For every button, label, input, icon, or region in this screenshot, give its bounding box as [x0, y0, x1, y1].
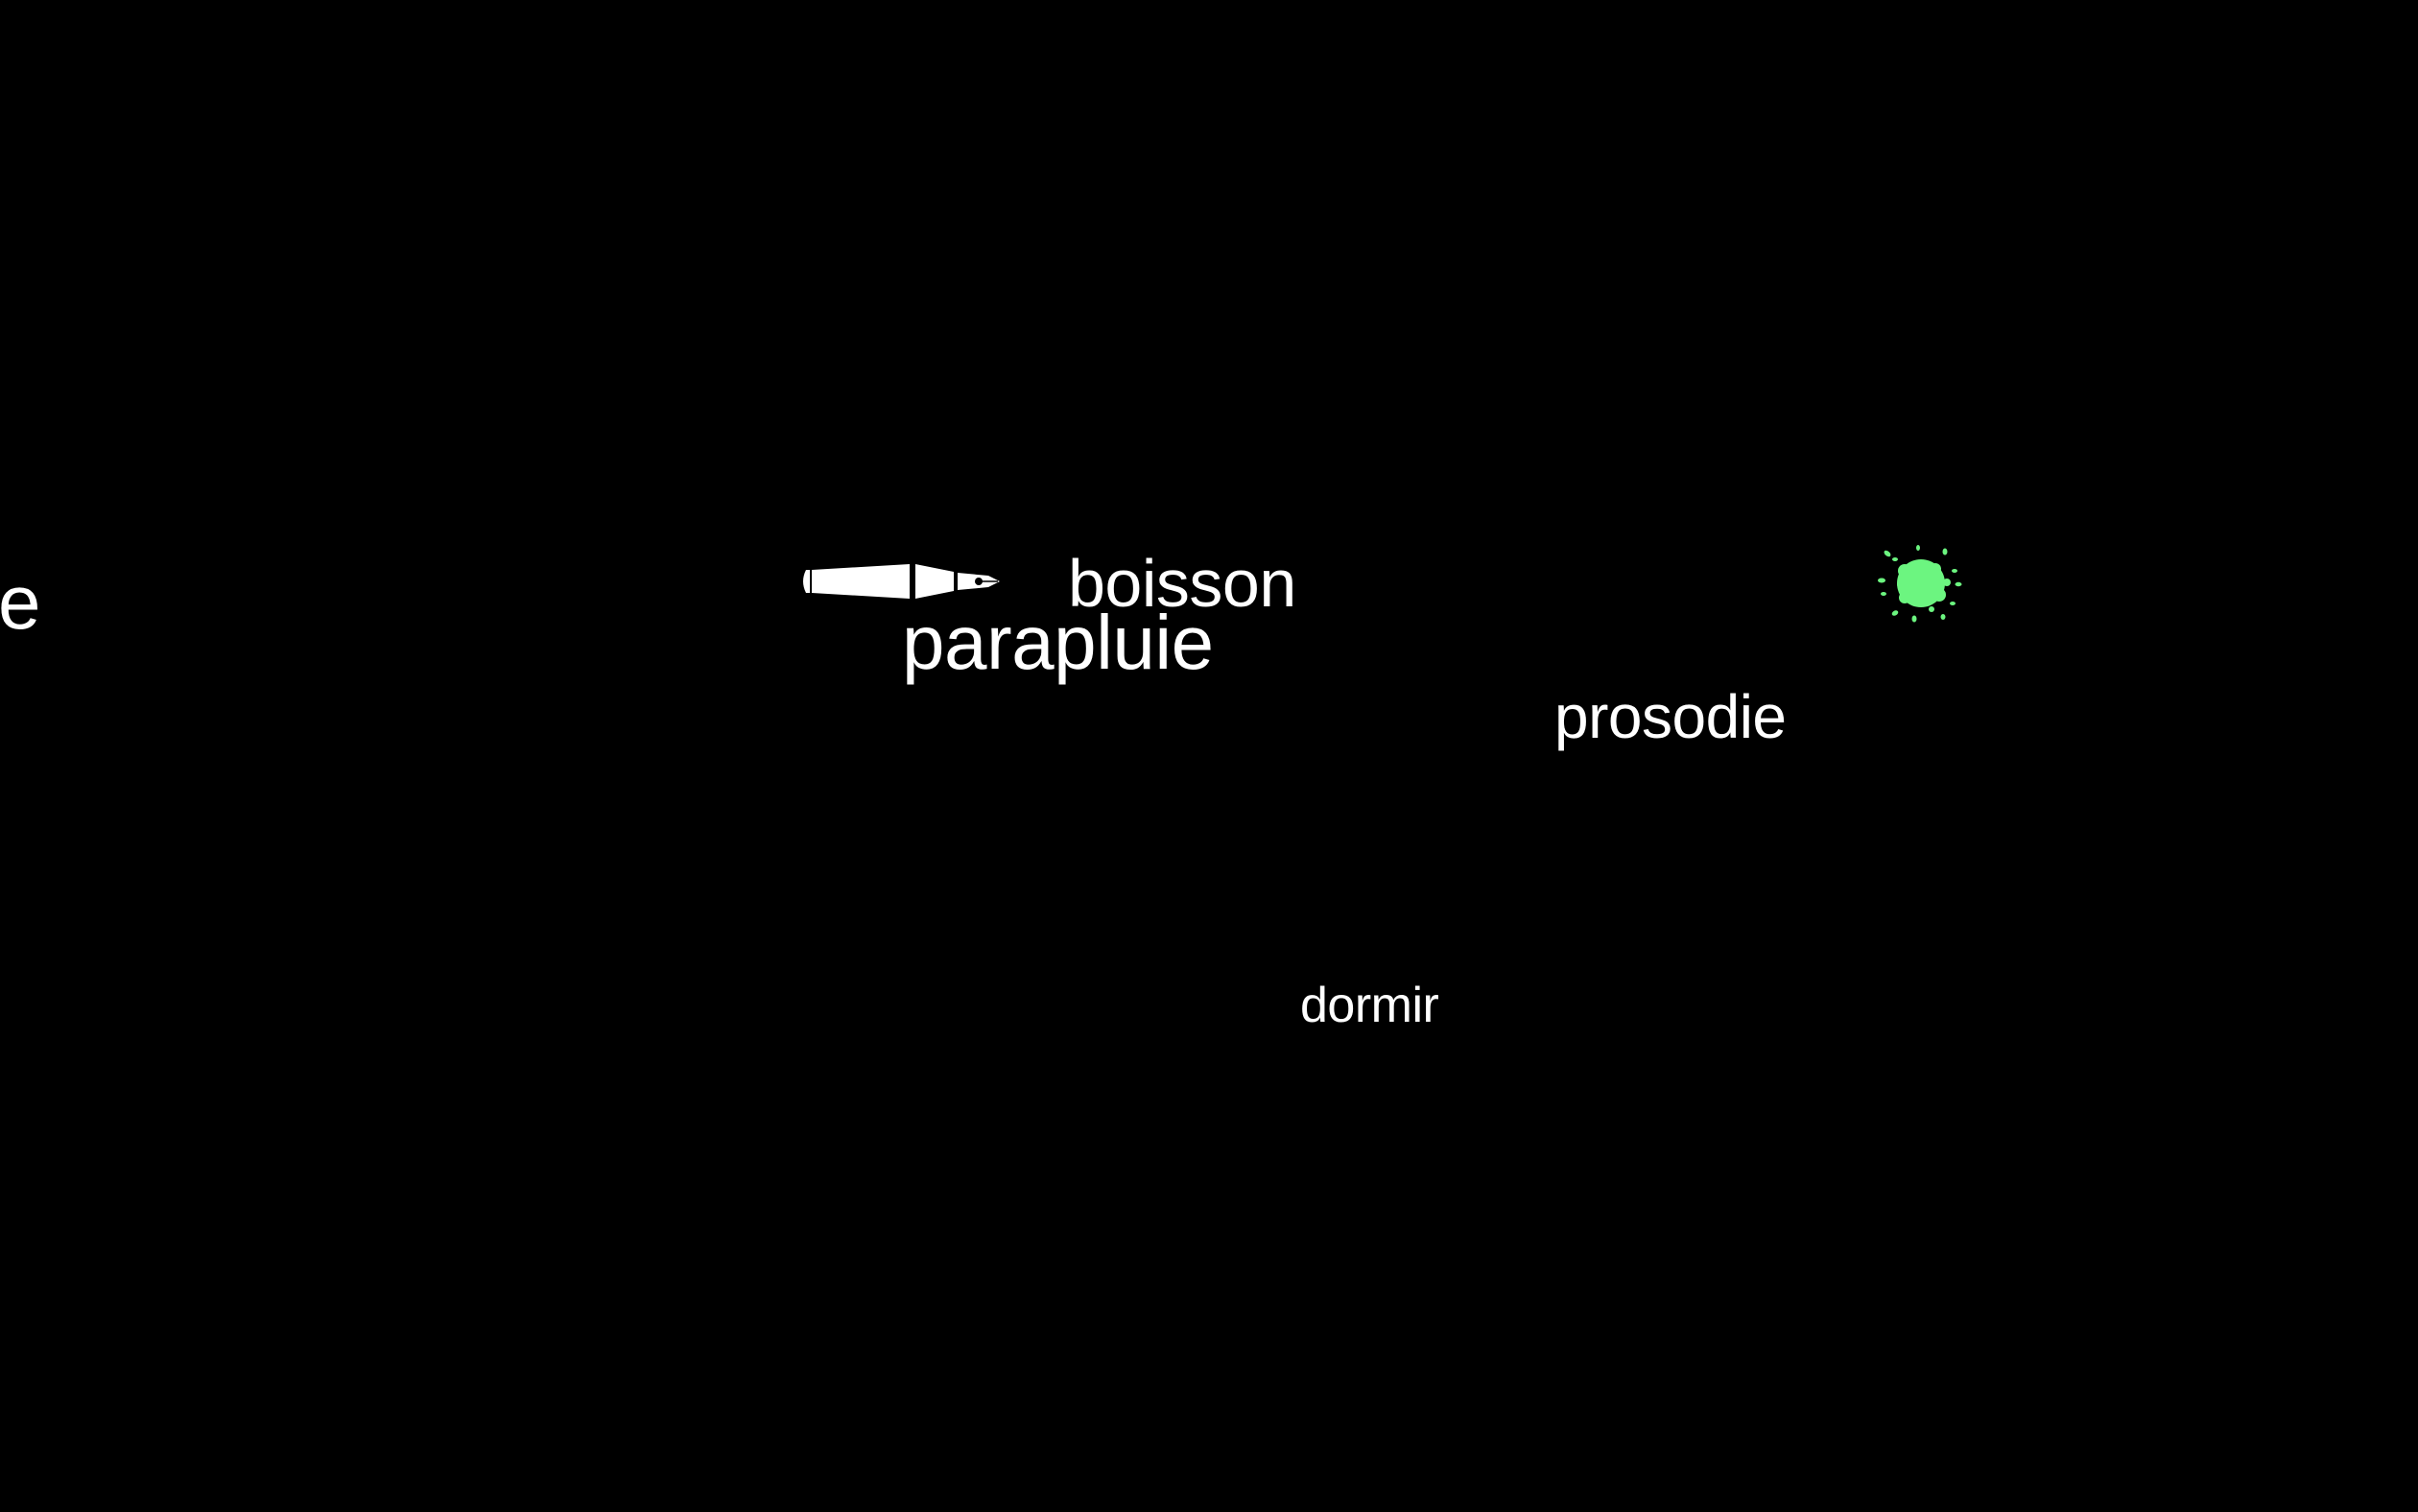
ink-splat-icon[interactable]	[1876, 542, 1966, 625]
word-prosodie[interactable]: prosodie	[1554, 682, 1787, 751]
fountain-pen-icon	[803, 564, 1000, 599]
word-partial-offscreen[interactable]: e	[0, 559, 41, 645]
word-boisson[interactable]: boisson	[1068, 546, 1296, 621]
word-parapluie[interactable]: parapluie	[902, 600, 1214, 685]
word-dormir[interactable]: dormir	[1300, 978, 1439, 1033]
